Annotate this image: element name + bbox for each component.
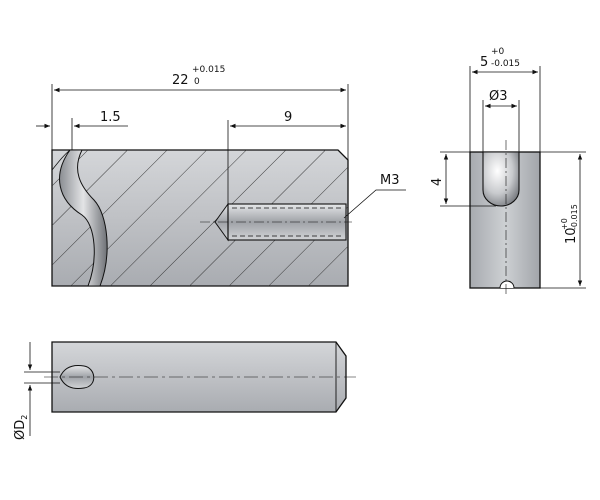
dim-length-tol-upper: +0.015 <box>192 65 225 75</box>
dim-height-tol-lower: -0.015 <box>570 204 579 230</box>
svg-text:ØD2: ØD2 <box>13 415 29 440</box>
curved-groove <box>59 149 108 287</box>
dim-height-tol-upper: +0 <box>560 218 569 230</box>
dim-thread-depth: 9 <box>227 110 346 204</box>
bottom-view <box>44 341 356 413</box>
dim-slot-height: 4 <box>430 151 496 207</box>
dim-thread-depth-value: 9 <box>284 110 292 125</box>
pin-dia-sub: 2 <box>20 415 29 420</box>
dim-width-value: 5 <box>480 55 488 70</box>
dim-width-tol-lower: -0.015 <box>491 59 520 69</box>
dim-offset-value: 1.5 <box>100 110 121 125</box>
dim-offset: 1.5 <box>36 110 128 150</box>
dim-length-tol-lower: 0 <box>194 77 200 87</box>
side-view <box>469 140 541 296</box>
pin-dia-symbol: Ø <box>13 430 28 440</box>
dim-hole-dia-value: Ø3 <box>489 89 508 104</box>
thread-label: M3 <box>380 173 400 188</box>
dim-height: 10 +0 -0.015 <box>540 151 586 289</box>
dim-length: 22 +0.015 0 <box>51 65 349 160</box>
pin-dia-letter: D <box>13 420 28 430</box>
dim-pin-dia: ØD2 <box>13 342 60 440</box>
leader-thread: M3 <box>343 173 406 219</box>
dim-height-value: 10 <box>564 227 579 244</box>
dim-hole-dia: Ø3 <box>482 89 520 152</box>
dim-width: 5 +0 -0.015 <box>469 47 541 152</box>
front-view <box>51 149 352 287</box>
slot <box>482 151 520 207</box>
dim-slot-height-value: 4 <box>430 178 445 186</box>
dim-length-value: 22 <box>172 73 189 88</box>
dim-width-tol-upper: +0 <box>491 47 505 57</box>
